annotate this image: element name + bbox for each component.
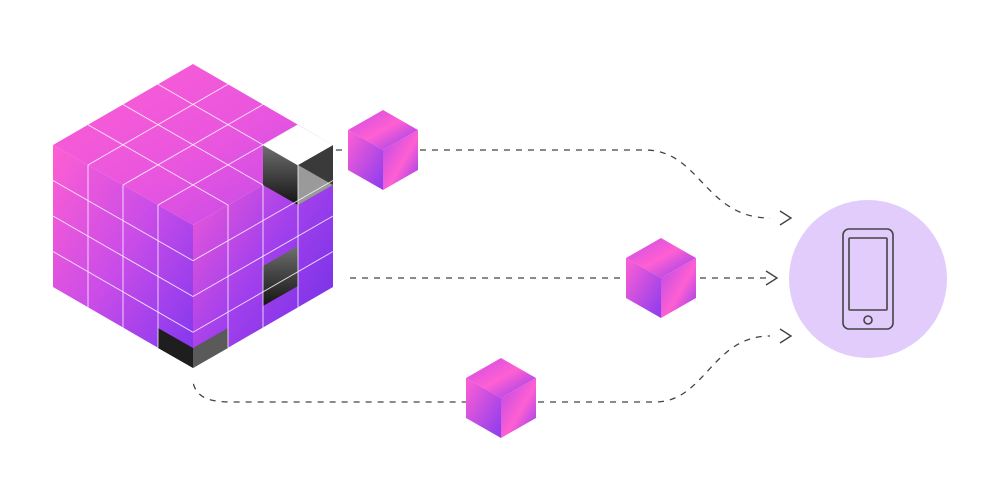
- cube-grid-line: [192, 251, 334, 333]
- small-cube-icon: [466, 358, 536, 438]
- cube-grid-line: [157, 124, 299, 206]
- device-circle: [789, 200, 947, 358]
- small-cube-icon: [348, 110, 418, 190]
- bottom-flow-line: [190, 335, 771, 403]
- cube-grid-line: [52, 251, 194, 333]
- cube-grid-line: [192, 215, 334, 297]
- cube-grid-line: [122, 104, 264, 186]
- cube-grid-line: [52, 215, 194, 297]
- cube-grid-line: [157, 83, 299, 166]
- arrowheads: [765, 210, 793, 344]
- middle-arrowhead-icon: [765, 270, 779, 286]
- smartphone-icon: [842, 228, 894, 330]
- target-device: [789, 200, 947, 358]
- large-segmented-cube-icon: [52, 64, 334, 388]
- bottom-arrowhead-icon: [779, 328, 793, 344]
- fragment-cubes: [348, 110, 696, 438]
- small-cube-icon: [626, 238, 696, 318]
- top-arrowhead-icon: [779, 210, 793, 226]
